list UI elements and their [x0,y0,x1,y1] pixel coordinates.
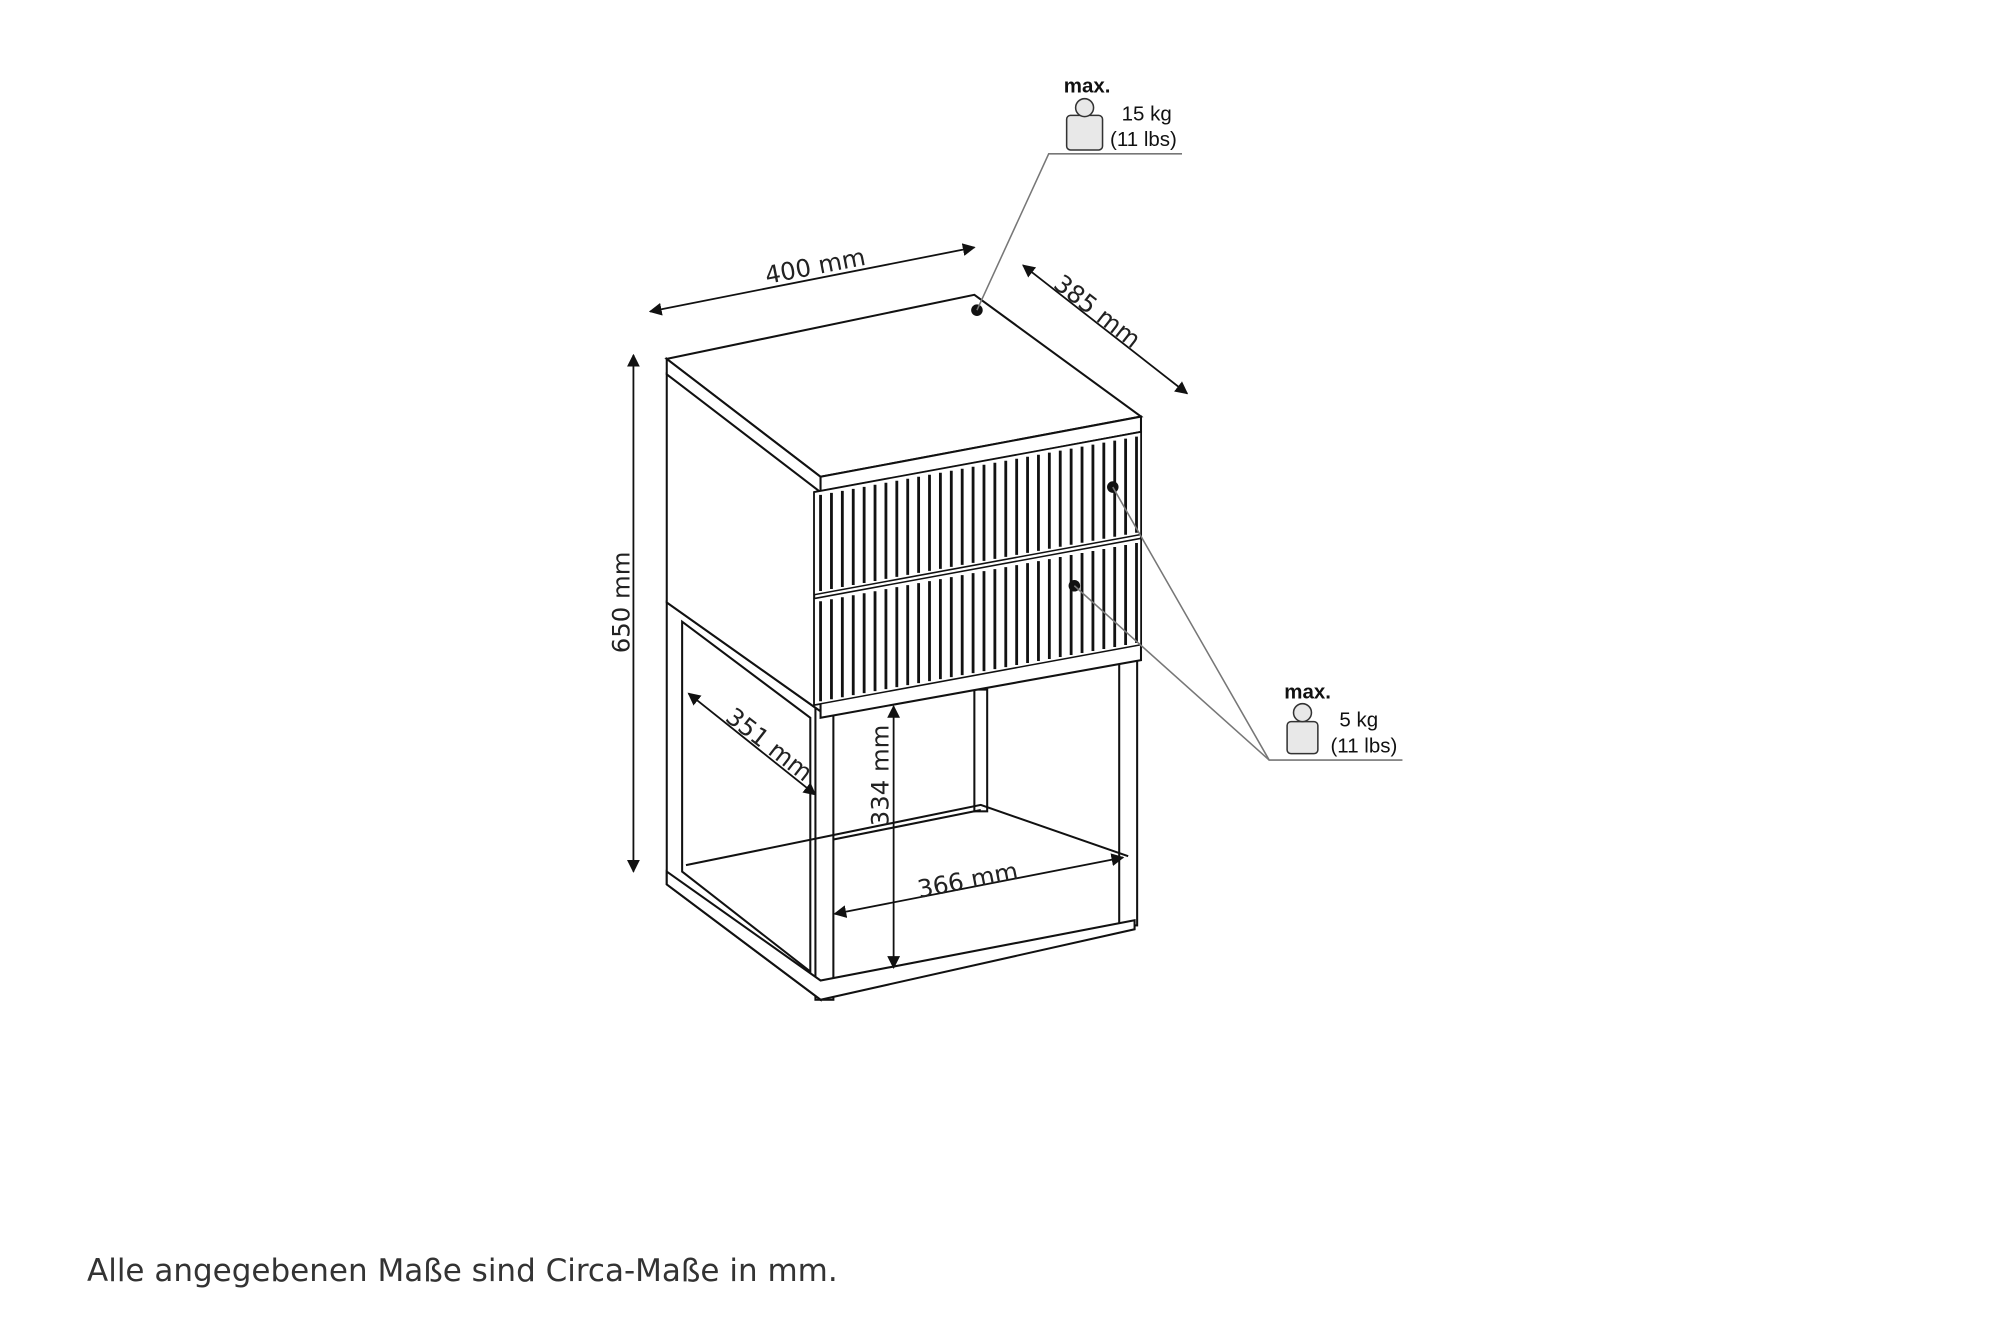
drawer-handle-top [1107,481,1119,493]
drawer-load-max: max. [1284,681,1331,704]
drawer-load-lbs: (11 lbs) [1330,734,1397,757]
top-load-max: max. [1064,74,1111,97]
inner-depth-dimension-line [687,692,817,796]
top-load-lbs: (11 lbs) [1110,128,1177,151]
height-label: 650 mm [607,552,636,654]
width-label: 400 mm [762,242,867,290]
footnote: Alle angegebenen Maße sind Circa-Maße in… [87,1253,838,1289]
inner-width-label: 366 mm [915,856,1020,904]
width-dimension-line [648,243,976,316]
drawer-load-kg: 5 kg [1339,709,1378,732]
top-load-callout: max. 15 kg (11 lbs) [971,74,1183,316]
top-load-kg: 15 kg [1122,102,1172,125]
nightstand [664,293,1144,1002]
drawer-fronts [813,431,1142,706]
drawer-load-callout: max. 5 kg (11 lbs) [1073,486,1403,761]
inner-height-label: 334 mm [865,725,894,827]
depth-dimension-line [1022,264,1189,395]
inner-width-dimension-line [833,853,1125,918]
weight-icon [1065,97,1104,151]
weight-icon [1286,702,1319,755]
depth-label: 385 mm [1049,268,1147,353]
